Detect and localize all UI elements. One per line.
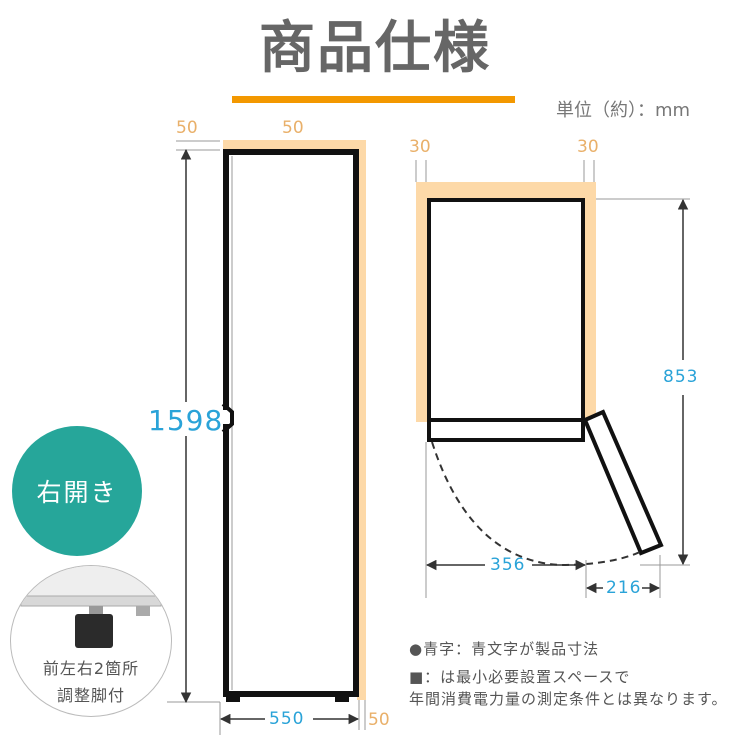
open-door xyxy=(582,409,664,556)
front-clearance-left-label: 50 xyxy=(176,118,198,138)
fridge-body xyxy=(223,149,359,697)
door-swing-width-label: 356 xyxy=(490,555,526,575)
top-view xyxy=(415,160,690,598)
notes: ●青字：青文字が製品寸法 ■：は最小必要設置スペースで 年間消費電力量の測定条件… xyxy=(409,638,728,710)
top-clearance-zone xyxy=(223,140,365,150)
adjustable-leg-callout xyxy=(10,565,172,717)
top-clearance-right-label: 30 xyxy=(577,137,599,157)
top-clearance-left-label: 30 xyxy=(409,137,431,157)
front-width-label: 550 xyxy=(269,709,305,729)
page-title: 商品仕様 xyxy=(259,16,491,81)
leg-text-line2: 調整脚付 xyxy=(56,686,125,705)
adjustable-leg-text: 前左右2箇所 調整脚付 xyxy=(10,655,172,709)
right-opening-badge: 右開き xyxy=(12,426,142,556)
door-protrusion-label: 216 xyxy=(606,578,642,598)
badge-label: 右開き xyxy=(36,478,118,507)
fridge-top-body xyxy=(427,198,585,442)
unit-label: 単位（約）：mm xyxy=(556,100,691,121)
front-view xyxy=(167,140,366,735)
front-clearance-right-label: 50 xyxy=(368,710,390,730)
right-clearance-zone xyxy=(357,140,366,700)
door-swing-arc xyxy=(431,441,641,567)
top-depth-label: 853 xyxy=(663,367,699,387)
front-height-label: 1598 xyxy=(148,404,224,437)
title-underline xyxy=(232,96,515,103)
note-line1: ●青字：青文字が製品寸法 xyxy=(409,640,600,658)
leg-text-line1: 前左右2箇所 xyxy=(42,659,140,678)
front-clearance-top-label: 50 xyxy=(282,118,304,138)
note-line3: 年間消費電力量の測定条件とは異なります。 xyxy=(409,690,728,708)
note-line2: ■：は最小必要設置スペースで xyxy=(409,668,631,686)
